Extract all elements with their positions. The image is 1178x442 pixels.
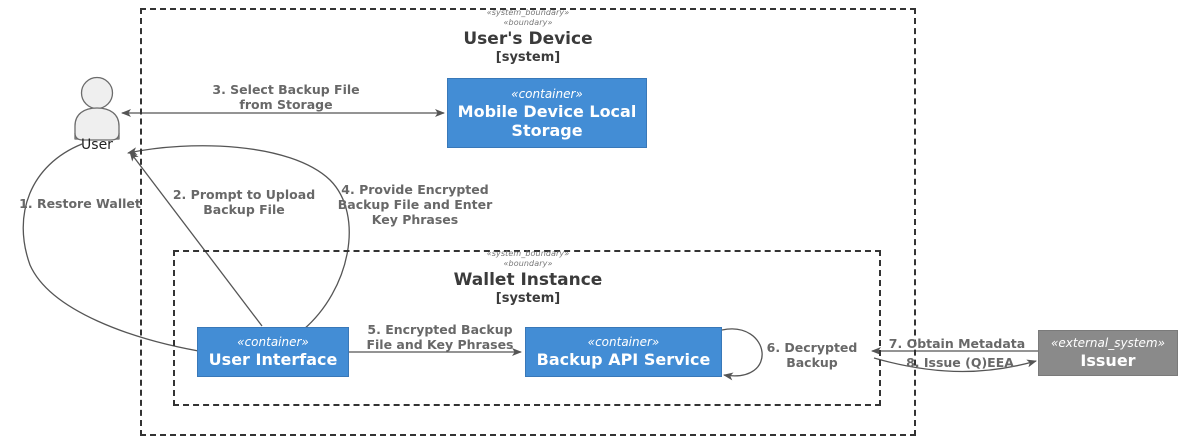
node-issuer[interactable]: «external_system» Issuer [1038, 330, 1178, 376]
node-user-interface[interactable]: «container» User Interface [197, 327, 349, 377]
node-mobile-device-local-storage[interactable]: «container» Mobile Device Local Storage [447, 78, 647, 148]
node-user-interface-stereotype: «container» [237, 335, 309, 349]
connector-6-decrypted-backup [721, 328, 763, 381]
edge-label-7: 7. Obtain Metadata [888, 336, 1026, 351]
boundary-users-device [140, 8, 916, 436]
edge-label-2: 2. Prompt to Upload Backup File [172, 187, 316, 217]
connector-2-prompt-upload [127, 145, 350, 331]
user-actor-icon [74, 76, 120, 141]
connector-8-issue-qeea [873, 357, 1037, 373]
edge-label-3: 3. Select Backup File from Storage [212, 82, 360, 112]
node-backup-api-service-name: Backup API Service [536, 350, 711, 369]
connector-1-restore-wallet [22, 143, 211, 356]
node-backup-api-service-stereotype: «container» [587, 335, 660, 349]
edge-label-1: 1. Restore Wallet [19, 196, 141, 211]
node-mobile-device-local-storage-name: Mobile Device Local Storage [457, 101, 637, 140]
actor-user-label: User [81, 137, 113, 153]
node-issuer-name: Issuer [1080, 351, 1136, 370]
boundary-wallet-instance [173, 250, 881, 406]
edge-label-6: 6. Decrypted Backup [766, 340, 858, 370]
node-backup-api-service[interactable]: «container» Backup API Service [525, 327, 722, 377]
edge-label-8: 8. Issue (Q)EEA [906, 355, 1014, 370]
node-user-interface-name: User Interface [208, 350, 338, 369]
edge-label-5: 5. Encrypted Backup File and Key Phrases [366, 322, 514, 352]
node-issuer-stereotype: «external_system» [1051, 336, 1165, 350]
connector-4-provide-encrypted [129, 151, 263, 327]
edge-label-4: 4. Provide Encrypted Backup File and Ent… [337, 182, 493, 227]
node-mobile-device-local-storage-stereotype: «container» [511, 86, 583, 101]
